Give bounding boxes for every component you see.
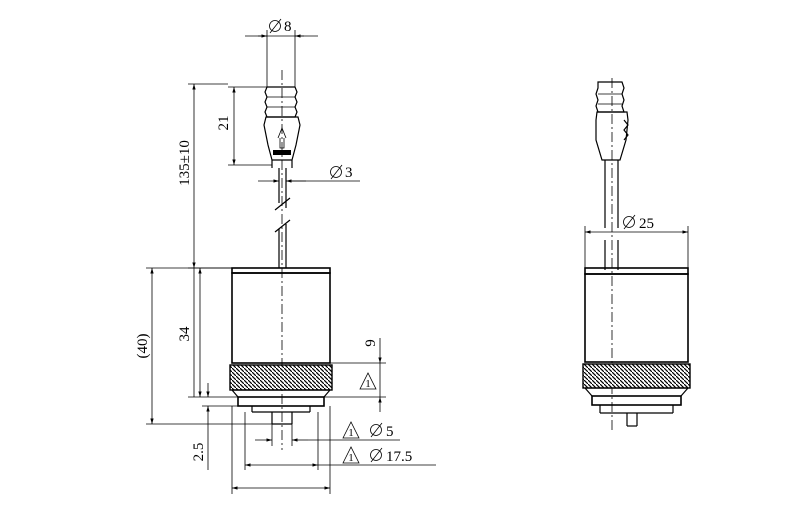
dim-diameter-17-5: 1 17.5 xyxy=(244,412,436,470)
dim-3-label: 3 xyxy=(345,165,353,181)
front-cable xyxy=(274,168,291,268)
dim-length-9: 9 1 xyxy=(324,338,386,412)
diameter-symbol xyxy=(269,18,282,34)
dim-length-34: 34 xyxy=(177,268,238,398)
dim-diameter-25: 25 xyxy=(584,214,689,268)
dim-length-40: (40) xyxy=(135,267,272,425)
side-view: 25 xyxy=(582,78,691,430)
dim-9-label: 9 xyxy=(363,339,379,347)
dim-135-label: 135±10 xyxy=(177,140,193,186)
dim-length-2-5: 2.5 xyxy=(191,383,238,470)
diameter-symbol xyxy=(623,214,636,230)
note-flag-label: 1 xyxy=(365,378,371,390)
dim-diameter-3: 3 xyxy=(258,164,360,183)
side-connector-body xyxy=(595,111,629,161)
note-flag-label: 1 xyxy=(348,427,354,439)
dim-2-5-label: 2.5 xyxy=(191,443,207,462)
diameter-symbol xyxy=(370,422,383,438)
triangle-note-icon: 1 xyxy=(342,421,360,439)
dim-40-label: (40) xyxy=(135,334,151,359)
front-body xyxy=(229,267,333,425)
diameter-symbol xyxy=(370,447,383,463)
side-cable xyxy=(604,160,619,270)
dim-length-135: 135±10 xyxy=(177,83,232,269)
dim-width-front xyxy=(231,406,331,494)
dim-length-21: 21 xyxy=(216,86,272,166)
dim-diameter-8: 8 xyxy=(245,18,318,87)
triangle-note-icon: 1 xyxy=(359,372,377,390)
dim-34-label: 34 xyxy=(177,326,193,342)
dim-5-label: 5 xyxy=(386,424,394,440)
dim-8-label: 8 xyxy=(284,19,292,35)
side-body xyxy=(582,267,691,427)
dim-21-label: 21 xyxy=(216,116,232,131)
front-connector-body xyxy=(263,116,301,168)
triangle-note-icon: 1 xyxy=(342,446,360,464)
front-view xyxy=(229,70,333,450)
dim-diameter-5: 1 5 xyxy=(255,421,400,446)
front-hose-barb xyxy=(264,86,298,118)
dim-25-label: 25 xyxy=(639,216,654,232)
dim-17-5-label: 17.5 xyxy=(386,449,412,465)
side-hose-barb xyxy=(595,81,625,113)
note-flag-label: 1 xyxy=(348,452,354,464)
diameter-symbol xyxy=(330,164,343,180)
